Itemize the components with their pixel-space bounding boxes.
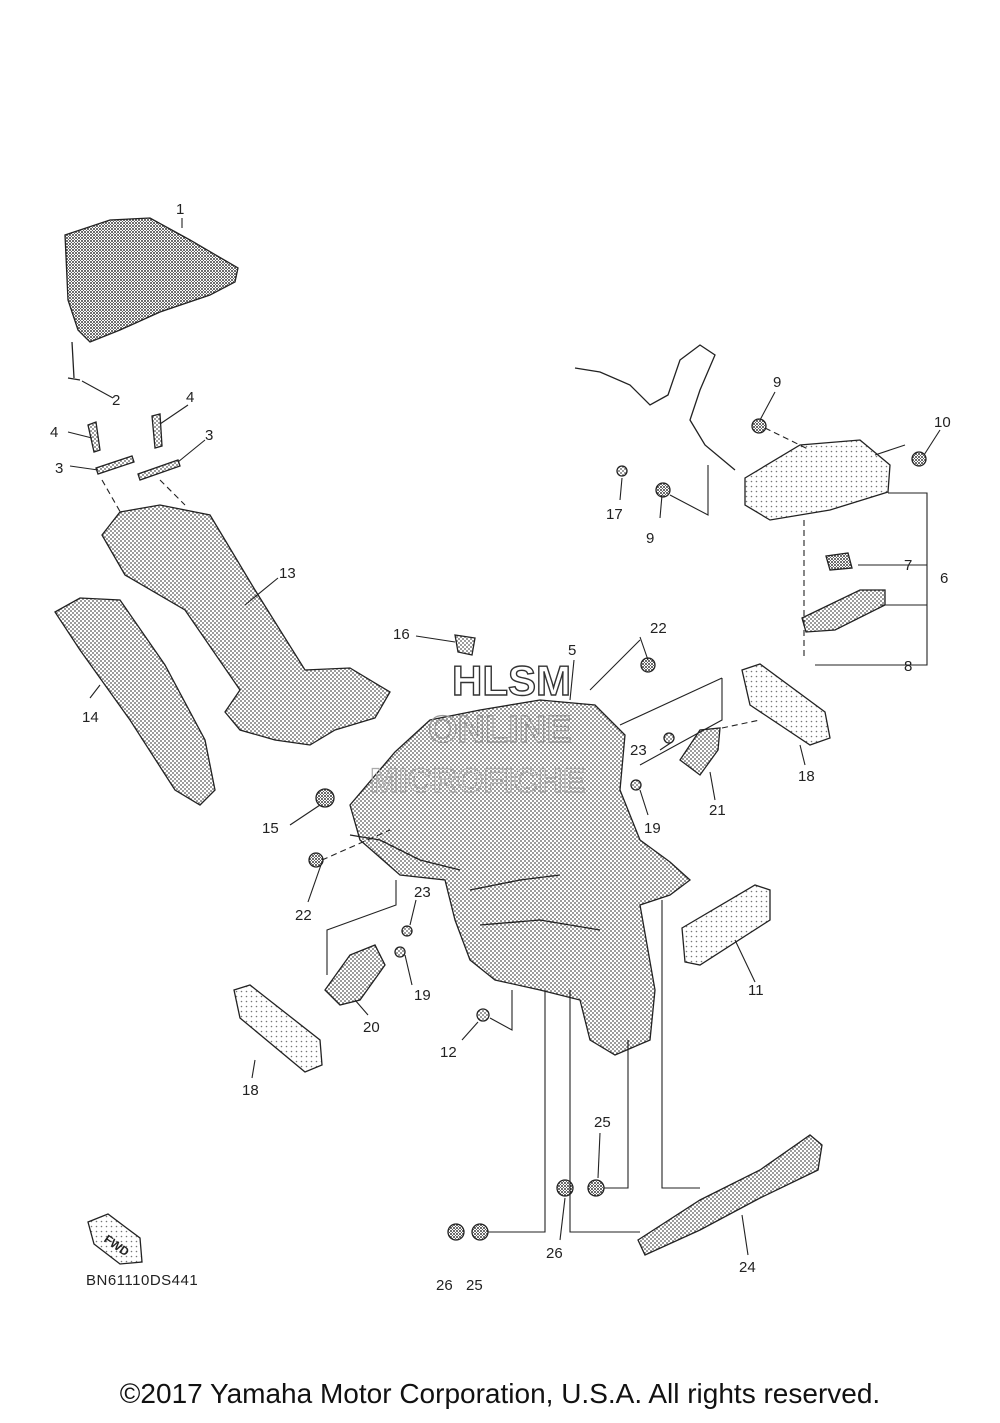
part-4-bolt-right [151,413,163,449]
part-4-bolt-left [87,421,101,453]
callout-18-lower: 18 [242,1082,259,1099]
callout-21: 21 [709,802,726,819]
callout-23-left: 23 [414,884,431,901]
callout-25-center: 25 [594,1114,611,1131]
callout-9-upper: 9 [773,374,781,391]
part-7-clip [825,552,853,571]
callout-4-right: 4 [186,389,194,406]
part-10-screw [911,451,927,467]
part-21-bracket [679,727,721,776]
callout-7: 7 [904,557,912,574]
watermark-line-3: MICROFICHE [370,762,585,800]
part-3-washer-left [95,455,135,475]
callout-20: 20 [363,1019,380,1036]
callout-24: 24 [739,1259,756,1276]
callout-3-left: 3 [55,460,63,477]
part-3-washer-right [137,459,181,481]
callout-26-left: 26 [436,1277,453,1294]
part-2-screw [67,341,81,381]
part-18-reflector-lower [233,984,323,1073]
callout-17: 17 [606,506,623,523]
fwd-arrow-icon [87,1213,143,1265]
callout-26-center: 26 [546,1245,563,1262]
callout-11: 11 [748,982,764,999]
part-22-nut-upper [640,657,656,673]
callout-2: 2 [112,392,120,409]
part-19-screw-right [630,779,642,791]
part-8-lens [801,589,886,633]
callout-1: 1 [176,201,184,218]
copyright-notice: ©2017 Yamaha Motor Corporation, U.S.A. A… [119,1378,881,1409]
part-23-nut-right [663,732,675,744]
part-6-tail-light [744,439,891,521]
part-24-stay [637,1134,823,1256]
callout-9-lower: 9 [646,530,654,547]
callout-22-upper: 22 [650,620,667,637]
callout-6: 6 [940,570,948,587]
part-6-harness [574,344,736,471]
part-26-grommet-center [556,1179,574,1197]
watermark-line-2: ONLINE [428,709,572,751]
part-9-screw-lower [655,482,671,498]
part-19-screw-left [394,946,406,958]
part-12-screw [476,1008,490,1022]
callout-4-left: 4 [50,424,58,441]
part-9-screw-upper [751,418,767,434]
callout-3-right: 3 [205,427,213,444]
part-1-cover [64,217,239,343]
leader-lines [67,218,941,1256]
part-14-side-panel [54,597,216,806]
callout-12: 12 [440,1044,457,1061]
callout-16: 16 [393,626,410,643]
part-25-grommet-center [587,1179,605,1197]
part-20-bracket [324,944,386,1006]
callout-14: 14 [82,709,99,726]
part-18-reflector-upper [741,663,831,746]
part-13-bracket [101,504,391,746]
part-5-rear-body-detail [349,834,601,931]
callout-19-left: 19 [414,987,431,1004]
part-17-nut [616,465,628,477]
callout-18-upper: 18 [798,768,815,785]
part-5-rear-body [349,699,692,1056]
part-25-grommet-left [471,1223,489,1241]
callout-25-left: 25 [466,1277,483,1294]
callout-13: 13 [279,565,296,582]
part-15-grommet [315,788,335,808]
diagram-code: BN61110DS441 [86,1272,199,1289]
callout-10: 10 [934,414,951,431]
part-26-grommet-left [447,1223,465,1241]
part-16-bolt [454,634,476,656]
callout-labels: 1 2 4 4 3 3 13 14 16 5 22 9 10 17 9 7 6 … [50,201,951,1294]
part-23-nut-left [401,925,413,937]
callout-8: 8 [904,658,912,675]
callout-5: 5 [568,642,576,659]
part-11-reflector [681,884,771,966]
callout-15: 15 [262,820,279,837]
callout-23-right: 23 [630,742,647,759]
watermark-line-1: HLSM [452,657,571,704]
callout-19-right: 19 [644,820,661,837]
callout-22-lower: 22 [295,907,312,924]
